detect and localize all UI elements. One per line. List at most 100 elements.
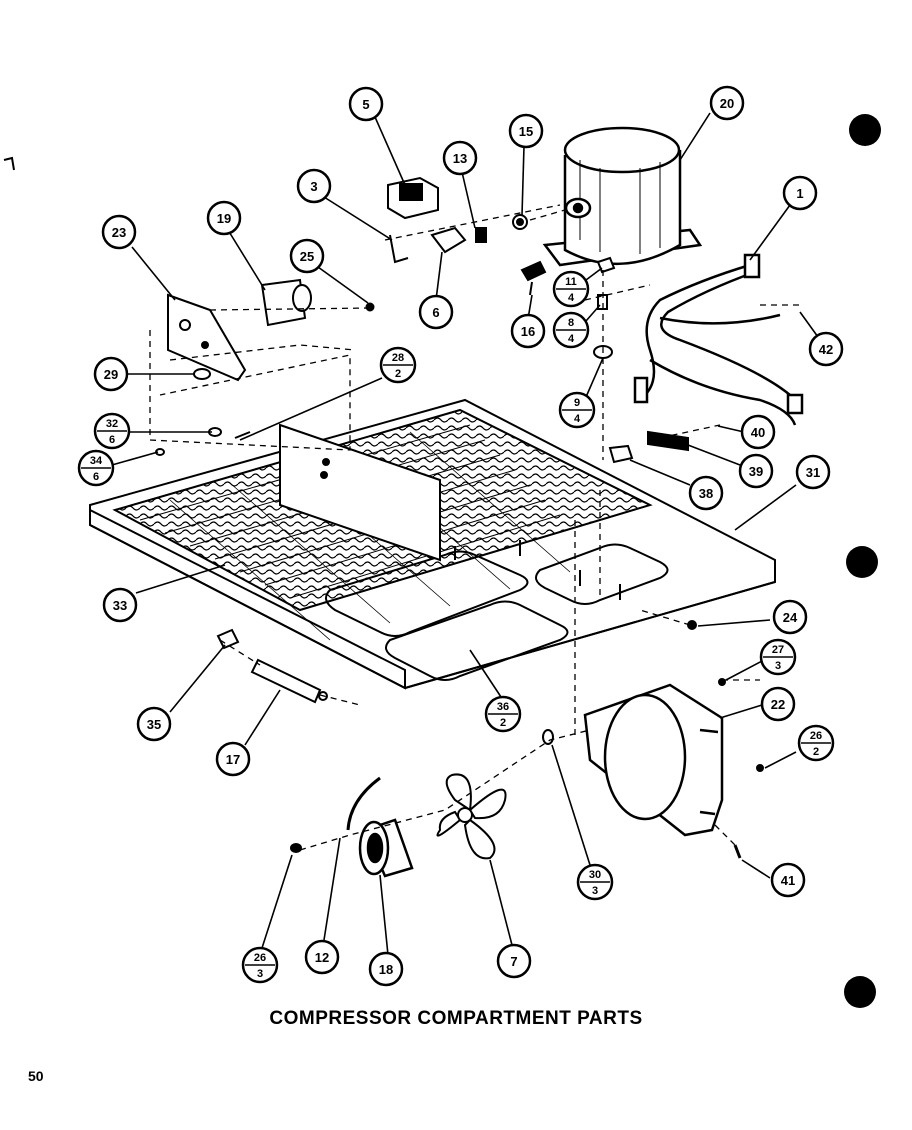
svg-text:4: 4 [574,413,581,425]
callout-19: 19 [206,200,242,236]
svg-text:7: 7 [510,954,517,969]
svg-text:8: 8 [568,317,574,329]
svg-text:6: 6 [109,434,115,446]
svg-text:3: 3 [257,968,263,980]
svg-text:1: 1 [796,186,803,201]
callout-13: 13 [442,140,478,176]
mounting-plate-23 [167,293,247,382]
svg-text:35: 35 [147,717,161,732]
svg-text:17: 17 [226,752,240,767]
callout-7: 7 [496,943,532,979]
grommet-part-15 [512,214,528,230]
bracket-part-16 [520,260,547,296]
svg-text:3: 3 [592,885,598,897]
svg-text:39: 39 [749,464,763,479]
svg-text:16: 16 [521,324,535,339]
svg-text:13: 13 [453,151,467,166]
binder-hole [844,976,876,1008]
callout-41: 41 [770,862,806,898]
leader-lines [111,112,819,956]
callout-6: 6 [418,294,454,330]
callout-15: 15 [508,113,544,149]
svg-text:6: 6 [93,471,99,483]
fraction-callouts: 11 4 8 4 9 4 28 2 32 6 34 6 27 3 26 2 36… [77,270,835,984]
fraction-callout-26-2: 26 2 [797,724,835,762]
callout-35: 35 [136,706,172,742]
svg-text:15: 15 [519,124,533,139]
fraction-callout-30-3: 30 3 [576,863,614,901]
svg-text:24: 24 [783,610,798,625]
svg-text:11: 11 [565,276,577,288]
svg-text:22: 22 [771,697,785,712]
svg-text:26: 26 [810,730,822,742]
fraction-callout-36-2: 36 2 [484,695,522,733]
scan-mark [3,156,15,171]
callout-12: 12 [304,939,340,975]
bracket-part-3 [389,234,409,264]
callout-31: 31 [795,454,831,490]
svg-text:32: 32 [106,418,118,430]
callout-1: 1 [782,175,818,211]
binder-hole [849,114,881,146]
svg-text:26: 26 [254,952,266,964]
clip-part-13 [475,227,487,243]
assembly-dashed-lines [149,204,800,851]
defrost-heater-17 [250,658,328,704]
motor-bracket-12 [346,776,381,831]
svg-text:5: 5 [362,97,369,112]
diagram-caption: COMPRESSOR COMPARTMENT PARTS [269,1008,643,1029]
wire-harness [633,253,804,426]
callout-29: 29 [93,356,129,392]
relay-part-5 [387,176,439,220]
svg-text:20: 20 [720,96,734,111]
callout-24: 24 [772,599,808,635]
svg-text:4: 4 [568,292,575,304]
fraction-callout-34-6: 34 6 [77,449,115,487]
callout-20: 20 [709,85,745,121]
fraction-callout-32-6: 32 6 [93,412,131,450]
callout-5: 5 [348,86,384,122]
callout-40: 40 [740,414,776,450]
svg-text:34: 34 [90,455,103,467]
callout-33: 33 [102,587,138,623]
svg-text:18: 18 [379,962,393,977]
svg-text:2: 2 [813,746,819,758]
fraction-callout-28-2: 28 2 [379,346,417,384]
clip-part-35 [216,628,240,650]
svg-text:30: 30 [589,869,601,881]
callout-22: 22 [760,686,796,722]
divider-baffle [279,423,441,562]
fan-blade [436,773,507,860]
callout-25: 25 [289,238,325,274]
callout-23: 23 [101,214,137,250]
svg-text:3: 3 [775,660,781,672]
svg-text:25: 25 [300,249,314,264]
svg-text:29: 29 [104,367,118,382]
svg-text:12: 12 [315,950,329,965]
svg-text:42: 42 [819,342,833,357]
connector-part-39 [608,430,689,464]
fraction-callout-9-4: 9 4 [558,391,596,429]
svg-text:27: 27 [772,644,784,656]
svg-text:23: 23 [112,225,126,240]
fraction-callout-26-3: 26 3 [241,946,279,984]
fan-shroud [583,683,724,837]
svg-text:9: 9 [574,397,580,409]
page-number: 50 [28,1068,44,1084]
timer-part-19 [260,278,312,327]
svg-text:2: 2 [500,717,506,729]
fraction-callout-27-3: 27 3 [759,638,797,676]
svg-text:31: 31 [806,465,820,480]
svg-text:41: 41 [781,873,795,888]
callout-3: 3 [296,168,332,204]
svg-text:19: 19 [217,211,231,226]
fraction-callout-8-4: 8 4 [552,311,590,349]
callout-16: 16 [510,313,546,349]
svg-text:2: 2 [395,368,401,380]
svg-text:28: 28 [392,352,404,364]
fraction-callout-11-4: 11 4 [552,270,590,308]
binder-hole [846,546,878,578]
callout-42: 42 [808,331,844,367]
